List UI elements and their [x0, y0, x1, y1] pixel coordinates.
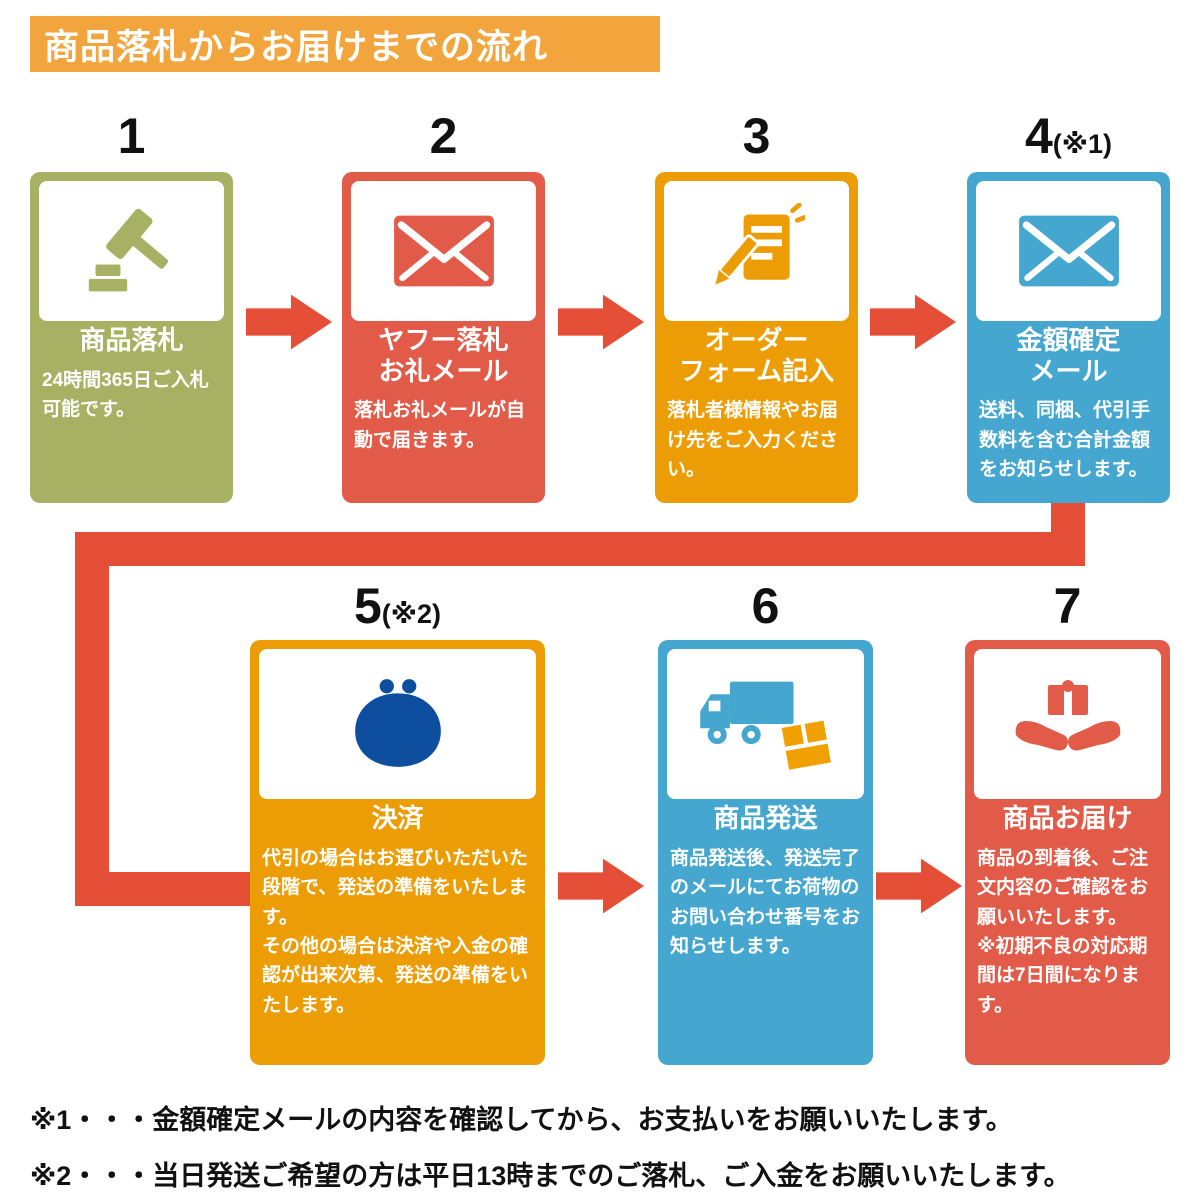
step-number-value: 6 — [751, 578, 780, 634]
step-number-value: 7 — [1053, 578, 1082, 634]
flow-connector-segment — [75, 532, 109, 906]
mail-icon — [1018, 215, 1119, 287]
step-label: 商品お届け — [1002, 803, 1133, 833]
flow-arrow-icon — [558, 858, 644, 914]
step-label: 商品落札 — [79, 325, 184, 355]
step-desc: 商品の到着後、ご注文内容のご確認をお願いいたします。 ※初期不良の対応期間は7日… — [977, 847, 1149, 1016]
step-card-price-mail: 金額確定 メール 送料、同梱、代引手数料を含む合計金額をお知らせします。 — [967, 172, 1170, 503]
step-desc: 商品発送後、発送完了のメールにてお荷物のお問い合わせ番号をお知らせします。 — [670, 847, 861, 957]
step-card-shipping: 商品発送 商品発送後、発送完了のメールにてお荷物のお問い合わせ番号をお知らせしま… — [658, 640, 873, 1065]
hands-package-icon — [1015, 680, 1120, 751]
step-desc: 落札お礼メールが自動で届きます。 — [354, 400, 526, 451]
page-title: 商品落札からお届けまでの流れ — [44, 27, 549, 67]
step-icon-box — [664, 181, 849, 321]
step-desc: 落札者様情報やお届け先をご入力ください。 — [667, 400, 839, 481]
step-card-thanks-mail: ヤフー落札 お礼メール 落札お礼メールが自動で届きます。 — [342, 172, 545, 503]
footnote-2: ※2・・・当日発送ご希望の方は平日13時までのご落札、ご入金をお願いいたします。 — [30, 1161, 1071, 1191]
step-label: 金額確定 メール — [1016, 325, 1121, 386]
step-label: ヤフー落札 お礼メール — [378, 325, 509, 386]
step-card-order-form: オーダー フォーム記入 落札者様情報やお届け先をご入力ください。 — [655, 172, 858, 503]
step-icon-box — [39, 181, 224, 321]
order-form-icon — [714, 203, 805, 285]
coin-purse-icon — [354, 679, 441, 767]
flow-arrow-icon — [876, 858, 962, 914]
flow-connector-segment — [75, 532, 1085, 566]
step-icon-box — [351, 181, 536, 321]
gavel-icon — [88, 208, 168, 292]
step-number-2: 2 — [342, 106, 545, 166]
step-number-value: 2 — [429, 108, 458, 164]
flow-arrow — [558, 292, 644, 352]
step-label: 決済 — [371, 803, 424, 833]
flow-arrow-icon — [870, 294, 956, 350]
step-icon-box — [667, 649, 864, 799]
step-icon-box — [976, 181, 1161, 321]
truck-box-icon — [699, 681, 831, 770]
step-number-6: 6 — [658, 576, 873, 636]
step-label: オーダー フォーム記入 — [678, 325, 835, 386]
step-number-value: 1 — [117, 108, 146, 164]
step-card-delivery: 商品お届け 商品の到着後、ご注文内容のご確認をお願いいたします。 ※初期不良の対… — [965, 640, 1170, 1065]
flow-arrow-icon — [558, 294, 644, 350]
step-desc: 送料、同梱、代引手数料を含む合計金額をお知らせします。 — [979, 400, 1151, 481]
step-icon-box — [974, 649, 1161, 799]
step-icon-box — [259, 649, 536, 799]
flow-arrow — [246, 292, 332, 352]
flow-arrow — [876, 856, 962, 916]
step-number-value: 3 — [742, 108, 771, 164]
flow-arrow — [870, 292, 956, 352]
step-number-note: (※1) — [1052, 129, 1113, 159]
step-number-7: 7 — [965, 576, 1170, 636]
step-card-auction-win: 商品落札 24時間365日ご入札可能です。 — [30, 172, 233, 503]
step-desc: 代引の場合はお選びいただいた段階で、発送の準備をいたします。 その他の場合は決済… — [262, 847, 529, 1016]
flow-connector-segment — [75, 872, 251, 906]
step-desc: 24時間365日ご入札可能です。 — [42, 369, 209, 421]
step-number-4: 4(※1) — [967, 106, 1170, 166]
step-card-payment: 決済 代引の場合はお選びいただいた段階で、発送の準備をいたします。 その他の場合… — [250, 640, 545, 1065]
step-number-5: 5(※2) — [250, 576, 545, 636]
step-number-3: 3 — [655, 106, 858, 166]
step-number-value: 4 — [1024, 108, 1053, 164]
mail-icon — [393, 215, 494, 287]
footnote-1: ※1・・・金額確定メールの内容を確認してから、お支払いをお願いいたします。 — [30, 1105, 1013, 1135]
step-number-note: (※2) — [381, 599, 442, 629]
step-number-1: 1 — [30, 106, 233, 166]
flow-arrow-icon — [246, 294, 332, 350]
flow-arrow — [558, 856, 644, 916]
step-label: 商品発送 — [713, 803, 818, 833]
page-title-banner: 商品落札からお届けまでの流れ — [30, 16, 660, 72]
step-number-value: 5 — [353, 578, 382, 634]
